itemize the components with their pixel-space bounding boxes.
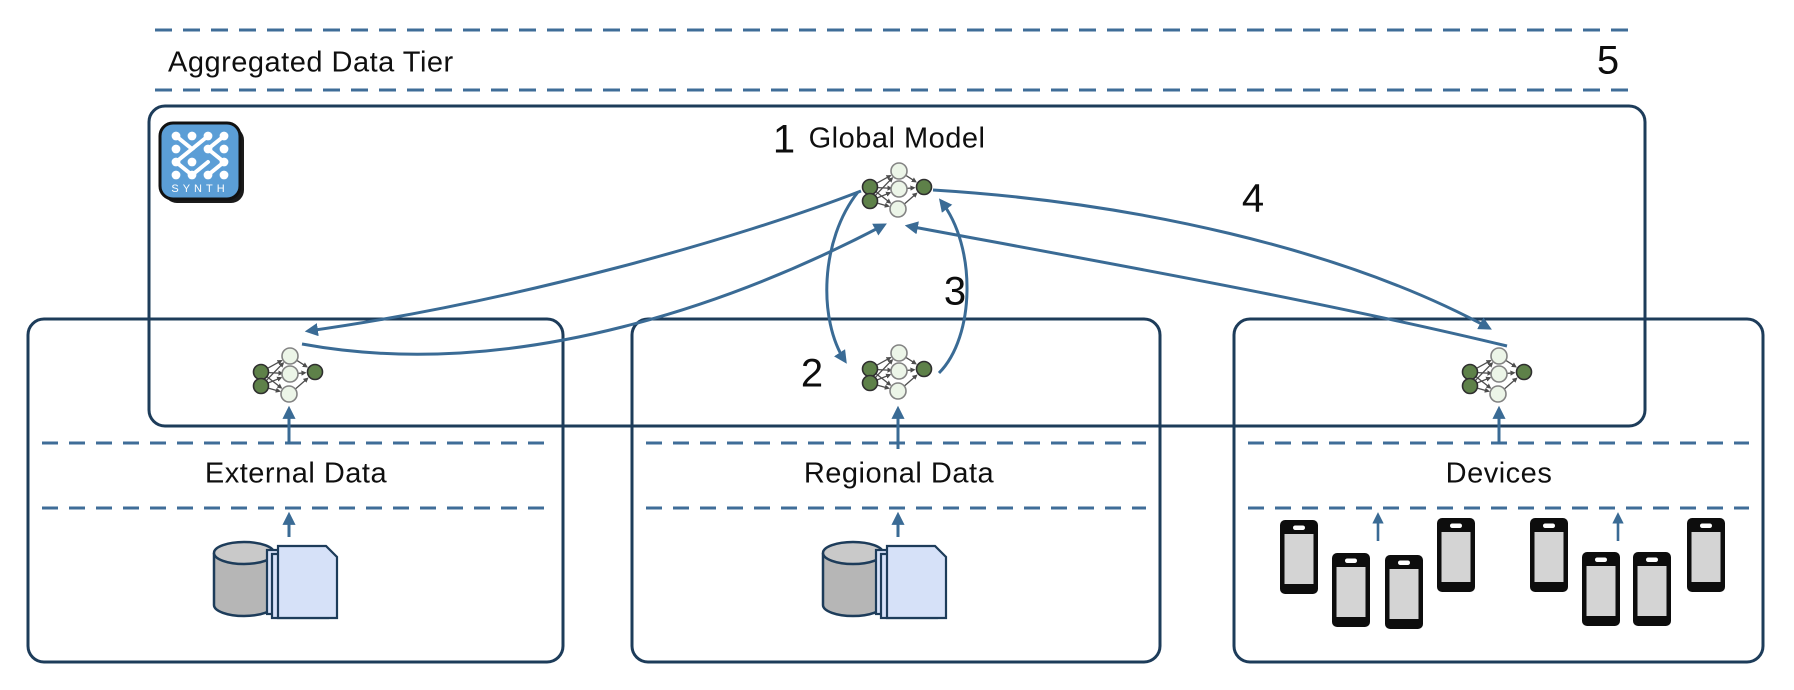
regional-database-documents-icon (821, 540, 948, 620)
regional-data-box (630, 317, 1162, 664)
smartphone-icon (1332, 553, 1370, 627)
synth-logo-dots (171, 131, 229, 180)
arrow-global-to-regional (825, 191, 860, 364)
synth-logo: SYNTH (158, 121, 244, 203)
smartphone-icon (1582, 552, 1620, 626)
global-model-neural-network-icon (863, 163, 932, 217)
step-badge-3: 3 (943, 269, 967, 314)
devices-label: Devices (1445, 457, 1553, 490)
regional-data-label: Regional Data (803, 457, 995, 490)
arrow-regional-to-global (937, 198, 969, 375)
global-model-label: Global Model (808, 122, 986, 155)
arrow-global-to-devices (932, 188, 1492, 330)
arrow-external-to-global (301, 223, 887, 356)
synth-logo-background (158, 121, 242, 201)
external-data-label: External Data (204, 457, 388, 490)
external-data-box (26, 317, 565, 664)
arrow-global-to-external (304, 189, 862, 337)
smartphone-icon (1633, 552, 1671, 626)
device-group-right (1530, 518, 1725, 626)
devices-box (1232, 317, 1765, 664)
regional-model-neural-network-icon (863, 345, 932, 399)
external-database-documents-icon (212, 540, 339, 620)
smartphone-icon (1385, 555, 1423, 629)
smartphone-icon (1437, 518, 1475, 592)
step-badge-1: 1 (772, 117, 796, 162)
external-model-neural-network-icon (254, 348, 323, 402)
smartphone-icon (1280, 520, 1318, 594)
smartphone-icon (1530, 518, 1568, 592)
aggregated-tier-label: Aggregated Data Tier (168, 46, 454, 79)
arrow-devices-to-global (904, 221, 1508, 348)
step-badge-4: 4 (1241, 176, 1265, 221)
step-badge-2: 2 (800, 351, 824, 396)
devices-model-neural-network-icon (1463, 348, 1532, 402)
synth-logo-text: SYNTH (171, 183, 228, 195)
smartphone-icon (1687, 518, 1725, 592)
step-badge-5: 5 (1596, 38, 1620, 83)
